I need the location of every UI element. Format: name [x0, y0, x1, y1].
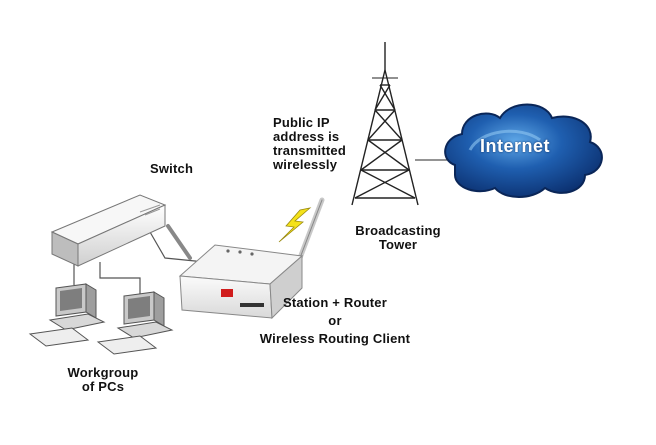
- switch-label: Switch: [150, 162, 193, 176]
- tower-label: Broadcasting Tower: [346, 224, 450, 252]
- pc-1: [30, 284, 104, 346]
- switch-device: [52, 195, 165, 266]
- workgroup-label: Workgroup of PCs: [58, 366, 148, 394]
- public-ip-line-4: wirelessly: [273, 158, 346, 172]
- pc-2: [98, 292, 172, 354]
- public-ip-line-3: transmitted: [273, 144, 346, 158]
- router-label: Station + Router or Wireless Routing Cli…: [250, 296, 420, 346]
- workgroup-line-2: of PCs: [58, 380, 148, 394]
- workgroup-line-1: Workgroup: [58, 366, 148, 380]
- internet-label: Internet: [480, 136, 550, 157]
- public-ip-label: Public IP address is transmitted wireles…: [273, 116, 346, 172]
- switch-pc2-link: [100, 262, 140, 296]
- broadcasting-tower: [352, 42, 418, 205]
- router-line-3: Wireless Routing Client: [250, 332, 420, 346]
- router-line-1: Station + Router: [250, 296, 420, 310]
- tower-line-1: Broadcasting: [346, 224, 450, 238]
- tower-line-2: Tower: [346, 238, 450, 252]
- public-ip-line-2: address is: [273, 130, 346, 144]
- router-antenna-left: [168, 226, 190, 258]
- public-ip-line-1: Public IP: [273, 116, 346, 130]
- router-logo: [221, 289, 233, 297]
- router-line-2: or: [250, 314, 420, 328]
